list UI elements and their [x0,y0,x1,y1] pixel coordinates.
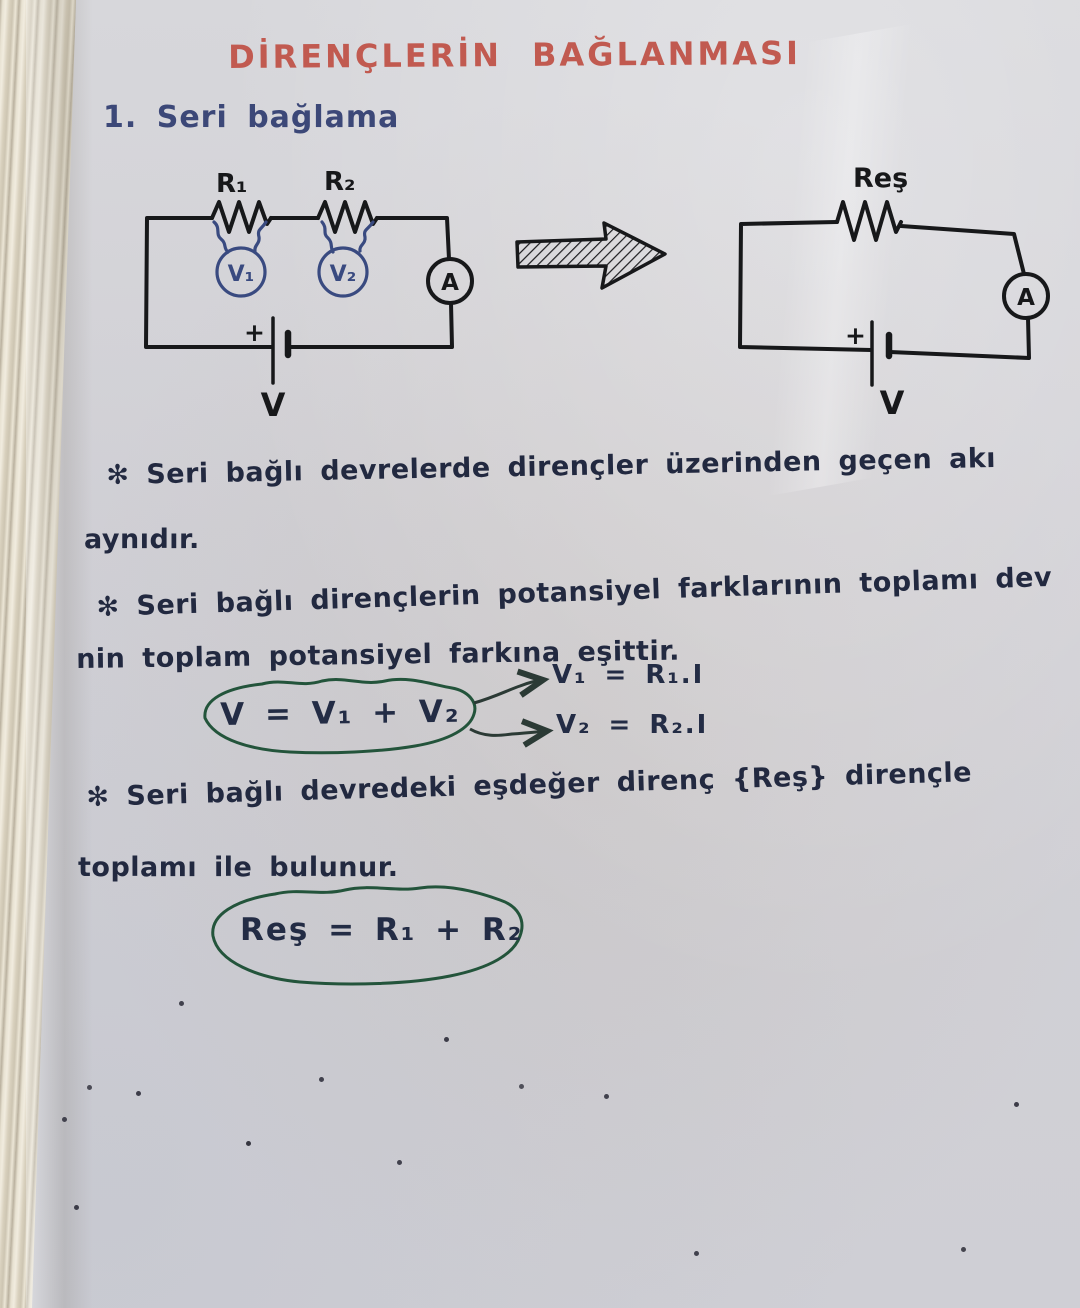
resistor-r2-label: R₂ [324,167,355,197]
battery-plus-label: + [244,318,265,347]
note-series-current-line2: aynıdır. [84,524,200,555]
equivalent-resistance-formula: Reş = R₁ + R₂ [240,912,524,948]
voltmeters [212,220,375,298]
voltmeter2-label: V₂ [330,262,357,287]
v2-ohms-law-formula: V₂ = R₂.I [556,710,709,740]
voltage-sum-formula: V = V₁ + V₂ [220,693,461,733]
arrow-to-v2-formula [469,718,554,748]
page-edge-shadow [26,0,96,1308]
arrow-to-v1-formula [473,668,550,705]
voltmeter2-lead-right [358,220,375,253]
voltmeter2-symbol [317,246,369,298]
note-equivalent-resistance-line1: ✻ Seri bağlı devredeki eşdeğer direnç {R… [86,757,973,813]
note-equivalent-resistance-line2: toplamı ile bulunur. [78,852,399,883]
ammeter-symbol [426,257,474,305]
section-heading: 1. Seri bağlama [103,100,400,135]
right-bottom-wire [286,301,454,349]
note-potential-sum-line1: ✻ Seri bağlı dirençlerin potansiyel fark… [96,561,1053,623]
resistor-r1-symbol [210,200,273,234]
left-loop-wire [144,216,274,349]
resistor-r1-label: R₁ [216,169,247,199]
note-series-current-line1: ✻ Seri bağlı devrelerde dirençler üzerin… [106,442,997,491]
voltmeter1-lead-right [253,220,268,253]
series-circuit-diagram [144,200,474,385]
ammeter-label: A [441,270,459,296]
top-right-wire [375,216,451,261]
voltmeter1-lead-left [212,220,230,254]
voltmeter2-lead-left [320,220,335,254]
voltmeter1-label: V₁ [228,262,255,287]
voltmeter1-symbol [215,246,267,298]
v1-ohms-law-formula: V₁ = R₁.I [552,660,705,690]
ink-bleed-speckles [0,0,3,3]
battery-voltage-label: V [261,386,286,424]
resistor-r2-symbol [316,200,379,234]
page-title: DİRENÇLERİN BAĞLANMASI [228,34,802,76]
